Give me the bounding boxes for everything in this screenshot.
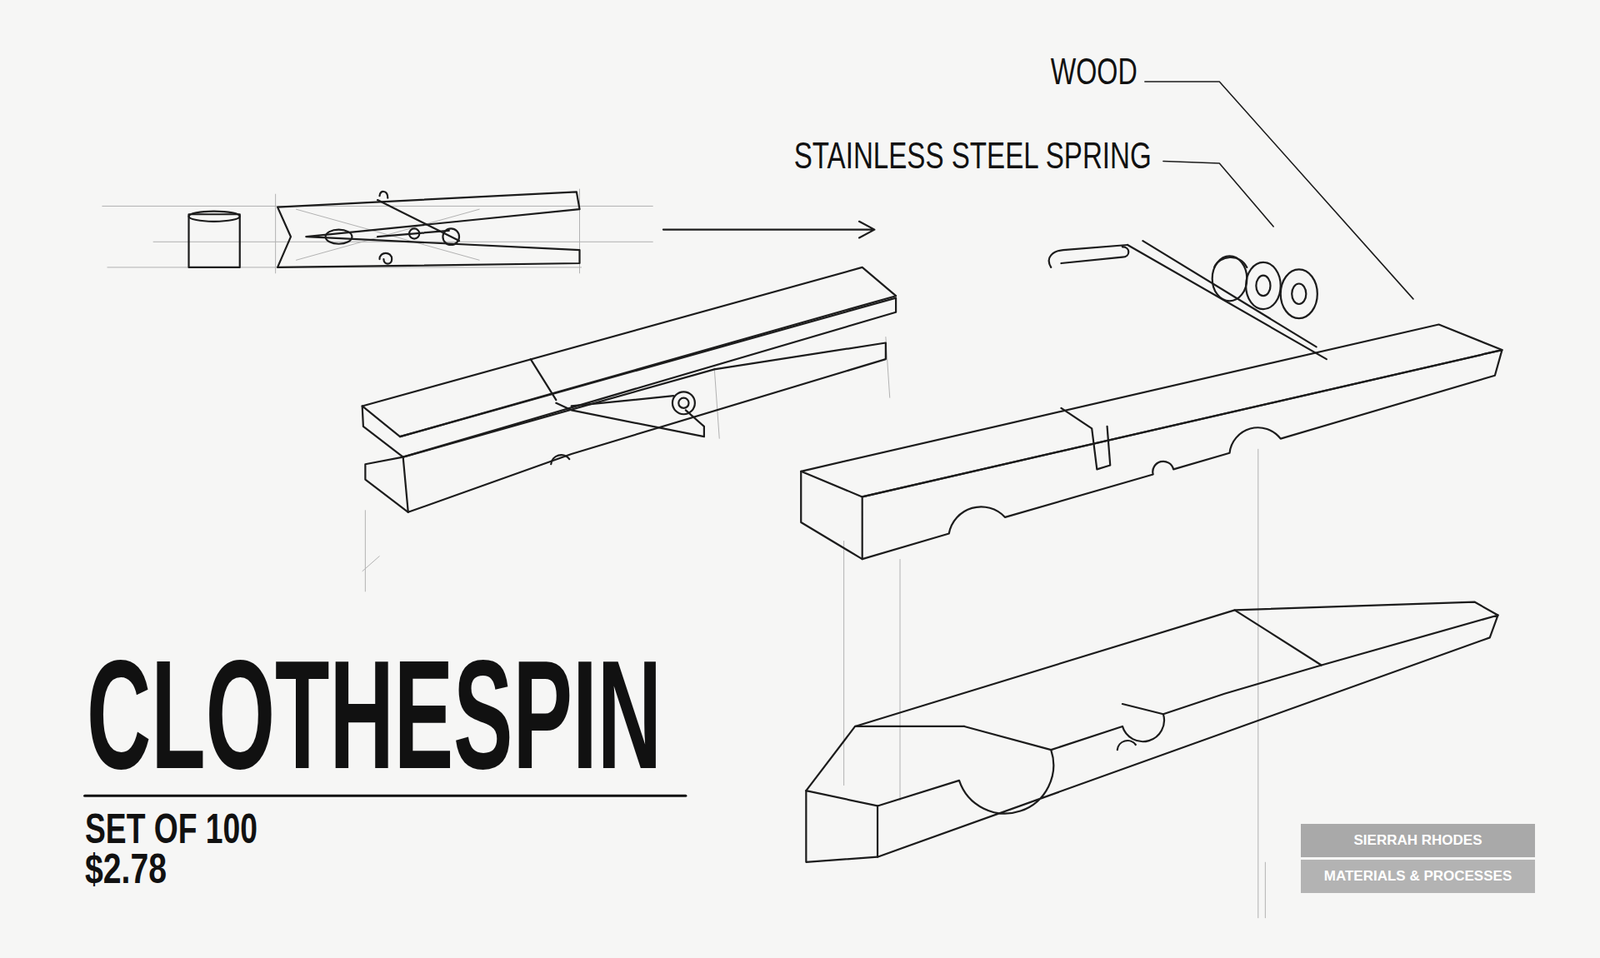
credit-block: SIERRAH RHODESMATERIALS & PROCESSES <box>1300 824 1535 894</box>
clothespin-sketch <box>85 81 1503 863</box>
credit-text: SIERRAH RHODES <box>1300 824 1535 858</box>
title: CLOTHESPIN <box>86 638 662 793</box>
credit-text: MATERIALS & PROCESSES <box>1300 860 1535 894</box>
part-label: WOOD <box>1050 53 1138 90</box>
title-rule <box>85 795 686 798</box>
leader-line <box>1145 81 1414 300</box>
leader-line <box>1163 161 1274 227</box>
part-label: STAINLESS STEEL SPRING <box>794 137 1152 175</box>
price: $2.78 <box>85 848 167 890</box>
set-quantity: SET OF 100 <box>85 808 258 850</box>
construction-lines <box>101 189 1265 920</box>
